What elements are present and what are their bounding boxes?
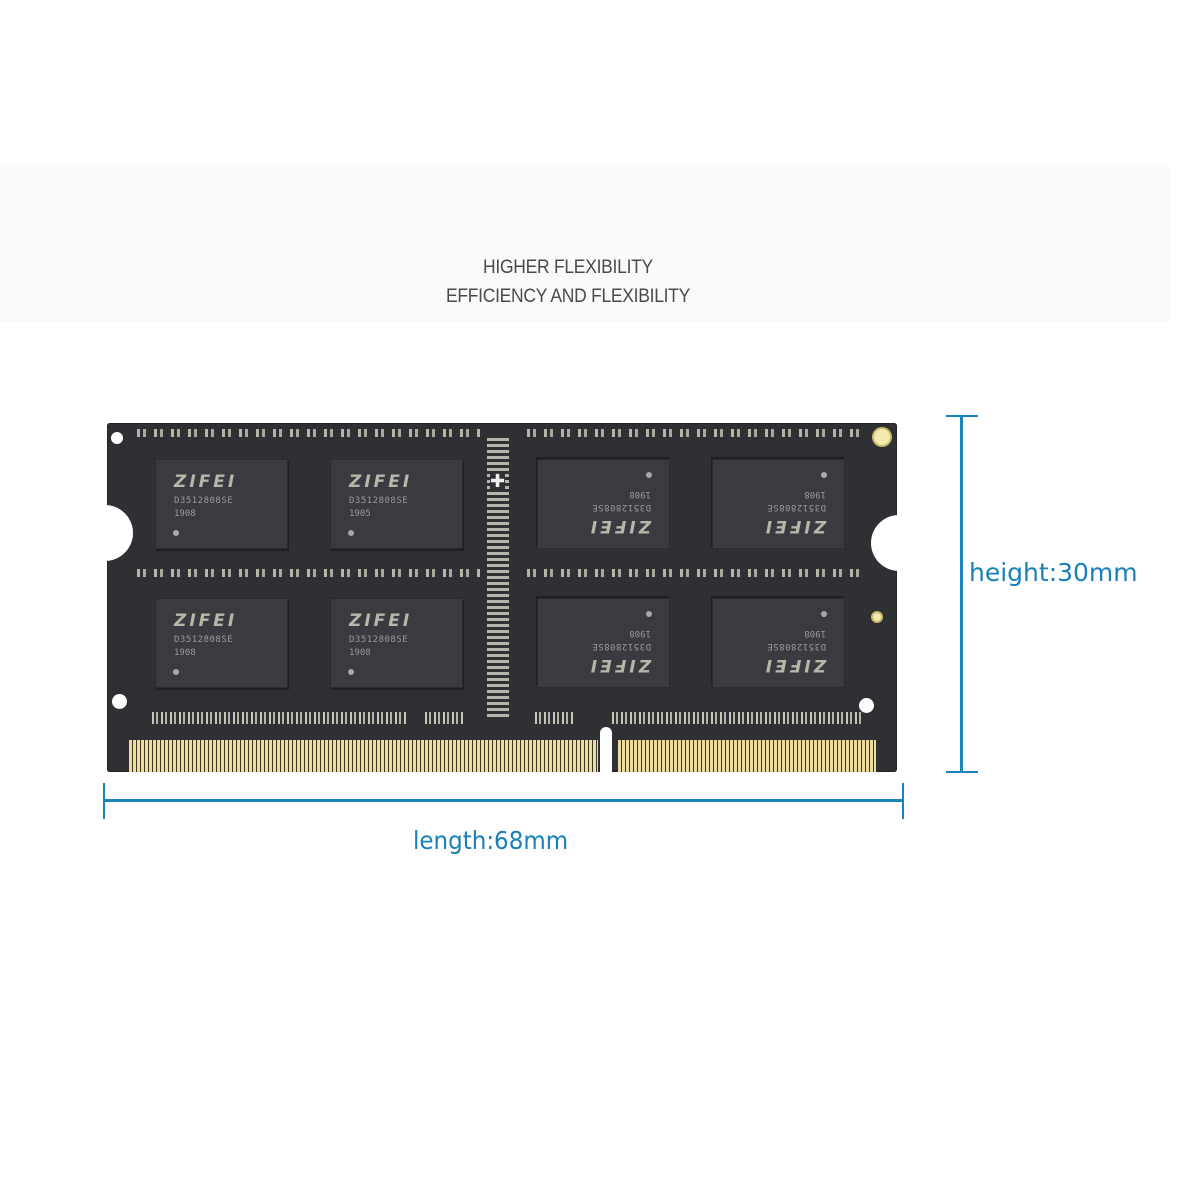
pin1-marker-icon [821,611,827,617]
right-side-notch [871,515,927,571]
memory-chip: ZIFEI D3512808SE 1908 [330,598,463,688]
header-band [0,165,1170,322]
chip-date-code: 1908 [174,648,196,658]
component-row-top [137,429,482,437]
chip-date-code: 1908 [804,628,826,638]
chip-part-number: D3512808SE [349,635,409,645]
memory-chip: ZIFEI D3512808SE 1908 [537,459,670,549]
gold-contacts-right [618,740,876,772]
pin1-marker-icon [173,530,179,536]
gold-contacts-left [129,740,598,772]
pin1-marker-icon [646,472,652,478]
height-dimension-cap-bottom [946,771,978,773]
memory-chip: ZIFEI D3512808SE 1908 [712,459,845,549]
component-row-middle-right [527,569,867,577]
mount-hole-bottom-left [112,694,127,709]
chip-brand: ZIFEI [174,472,238,492]
memory-chip: ZIFEI D3512808SE 1905 [330,459,463,549]
plus-marking-icon: ✚ [490,471,506,492]
height-label: height:30mm [969,558,1138,587]
gold-pad-right [873,613,881,621]
chip-brand: ZIFEI [762,655,826,675]
chip-part-number: D3512808SE [591,502,651,512]
component-row-top-right [527,429,867,437]
key-notch [600,727,612,773]
chip-date-code: 1908 [629,489,651,499]
chip-part-number: D3512808SE [349,496,409,506]
chip-date-code: 1908 [349,648,371,658]
mount-hole-bottom-right [859,698,874,713]
memory-chip: ZIFEI D3512808SE 1908 [155,459,288,549]
chip-date-code: 1908 [804,489,826,499]
length-label: length:68mm [413,826,569,855]
chip-part-number: D3512808SE [766,641,826,651]
memory-chip: ZIFEI D3512808SE 1908 [537,598,670,688]
resistor-array-right [612,712,862,724]
mount-hole-top-left [111,432,123,444]
pin1-marker-icon [821,472,827,478]
headline-line-1: HIGHER FLEXIBILITY [483,257,653,278]
center-component-strip [487,437,509,717]
chip-date-code: 1908 [629,628,651,638]
mount-hole-top-right [874,429,890,445]
resistor-array-mid-right [535,712,575,724]
pin1-marker-icon [348,530,354,536]
length-dimension-cap-right [902,783,904,819]
memory-chip: ZIFEI D3512808SE 1908 [712,598,845,688]
length-dimension-line [104,799,904,802]
resistor-array-left [152,712,407,724]
chip-brand: ZIFEI [762,516,826,536]
component-row-middle [137,569,482,577]
chip-brand: ZIFEI [349,472,413,492]
chip-brand: ZIFEI [587,655,651,675]
chip-part-number: D3512808SE [174,496,234,506]
chip-brand: ZIFEI [587,516,651,536]
pin1-marker-icon [348,669,354,675]
chip-part-number: D3512808SE [591,641,651,651]
chip-brand: ZIFEI [174,611,238,631]
left-side-notch [77,505,133,561]
height-dimension-line [960,415,963,772]
chip-date-code: 1908 [174,509,196,519]
headline-line-2: EFFICIENCY AND FLEXIBILITY [445,286,691,307]
chip-part-number: D3512808SE [174,635,234,645]
chip-part-number: D3512808SE [766,502,826,512]
pin1-marker-icon [646,611,652,617]
resistor-array-mid-left [425,712,465,724]
chip-brand: ZIFEI [349,611,413,631]
chip-date-code: 1905 [349,509,371,519]
ram-module: ✚ ZIFEI D3512808SE 1908 ZIFEI D3512808SE… [77,423,927,773]
memory-chip: ZIFEI D3512808SE 1908 [155,598,288,688]
pin1-marker-icon [173,669,179,675]
